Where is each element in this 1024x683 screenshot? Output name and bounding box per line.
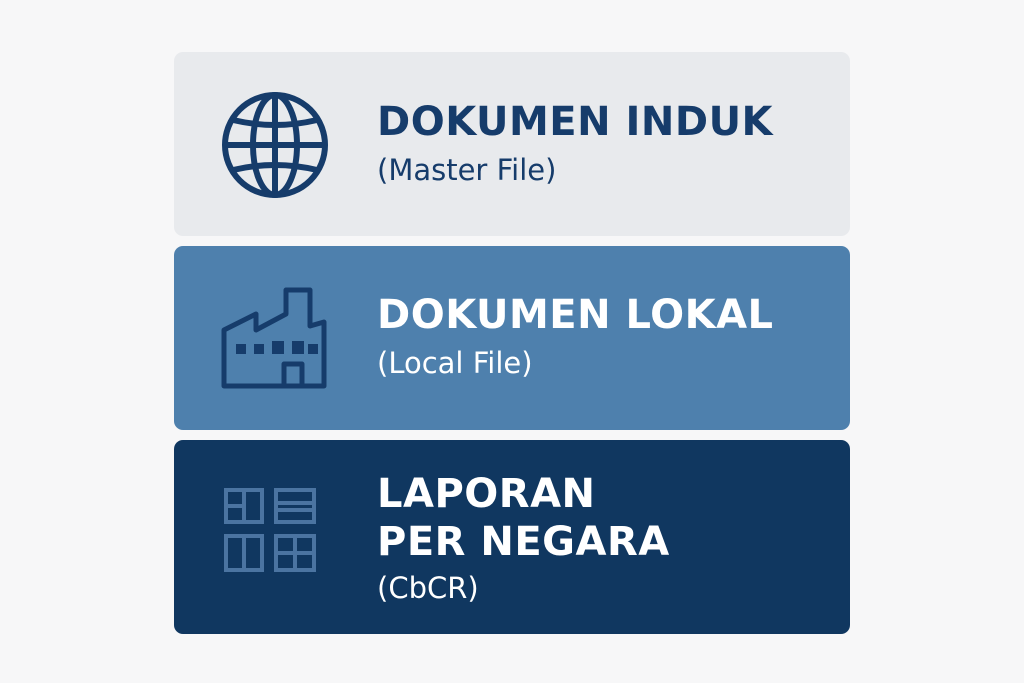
card-subtitle: (CbCR) [377,571,479,605]
card-title: DOKUMEN LOKAL [377,292,774,338]
card-local-file: DOKUMEN LOKAL (Local File) [174,246,850,430]
card-master-file-text: DOKUMEN INDUK (Master File) [377,98,773,188]
card-subtitle: (Master File) [377,153,557,187]
factory-icon [220,286,332,390]
grid-report-icon [220,484,318,574]
card-master-file: DOKUMEN INDUK (Master File) [174,52,850,236]
card-local-file-text: DOKUMEN LOKAL (Local File) [377,291,774,381]
card-title-line-2: PER NEGARA [377,519,670,565]
document-stack: DOKUMEN INDUK (Master File) DOK [174,52,850,634]
card-title-line-1: LAPORAN [377,471,596,517]
card-cbcr-text: LAPORAN PER NEGARA (CbCR) [377,470,670,606]
card-cbcr: LAPORAN PER NEGARA (CbCR) [174,440,850,634]
card-title: DOKUMEN INDUK [377,99,774,145]
globe-icon [220,90,330,200]
card-subtitle: (Local File) [377,346,533,380]
